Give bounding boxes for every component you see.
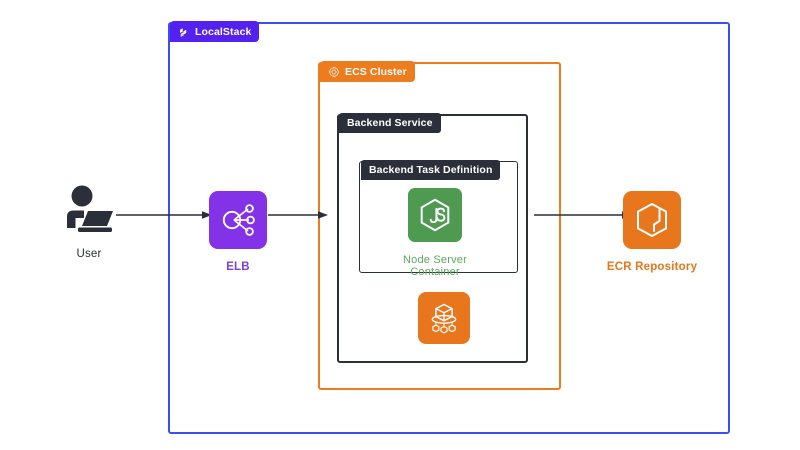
tag-ecs-cluster-label: ECS Cluster [345, 65, 407, 78]
node-node-server-container: Node Server Container [378, 188, 492, 278]
boundary-ecs-cluster [318, 62, 561, 390]
node-elb: ELB [178, 191, 298, 273]
arrow-user-to-elb [116, 211, 212, 219]
node-elb-label: ELB [226, 261, 250, 273]
tag-backend-service-label: Backend Service [347, 117, 433, 129]
tag-localstack: LocalStack [170, 21, 260, 42]
user-at-laptop-icon [58, 184, 120, 236]
ecr-repository-icon [623, 191, 681, 249]
nodejs-icon [408, 188, 462, 242]
boundary-localstack [168, 22, 730, 434]
ecs-task-container-icon [418, 292, 470, 344]
node-user: User [29, 184, 149, 260]
node-ecs-task [387, 292, 501, 344]
tag-backend-task-definition: Backend Task Definition [361, 160, 501, 180]
tag-backend-task-definition-label: Backend Task Definition [369, 164, 493, 176]
arrow-elb-to-ecs-cluster [268, 211, 328, 219]
node-ecr-repository: ECR Repository [592, 191, 712, 273]
node-ecr-repository-label: ECR Repository [606, 261, 698, 273]
ecs-cluster-icon [328, 66, 340, 78]
elastic-load-balancer-icon [209, 191, 267, 249]
tag-ecs-cluster: ECS Cluster [320, 61, 415, 82]
node-node-server-container-label: Node Server Container [403, 254, 467, 278]
node-user-label: User [76, 248, 102, 260]
tag-backend-service: Backend Service [339, 113, 441, 133]
localstack-logo-icon [178, 26, 190, 38]
tag-localstack-label: LocalStack [195, 25, 252, 38]
